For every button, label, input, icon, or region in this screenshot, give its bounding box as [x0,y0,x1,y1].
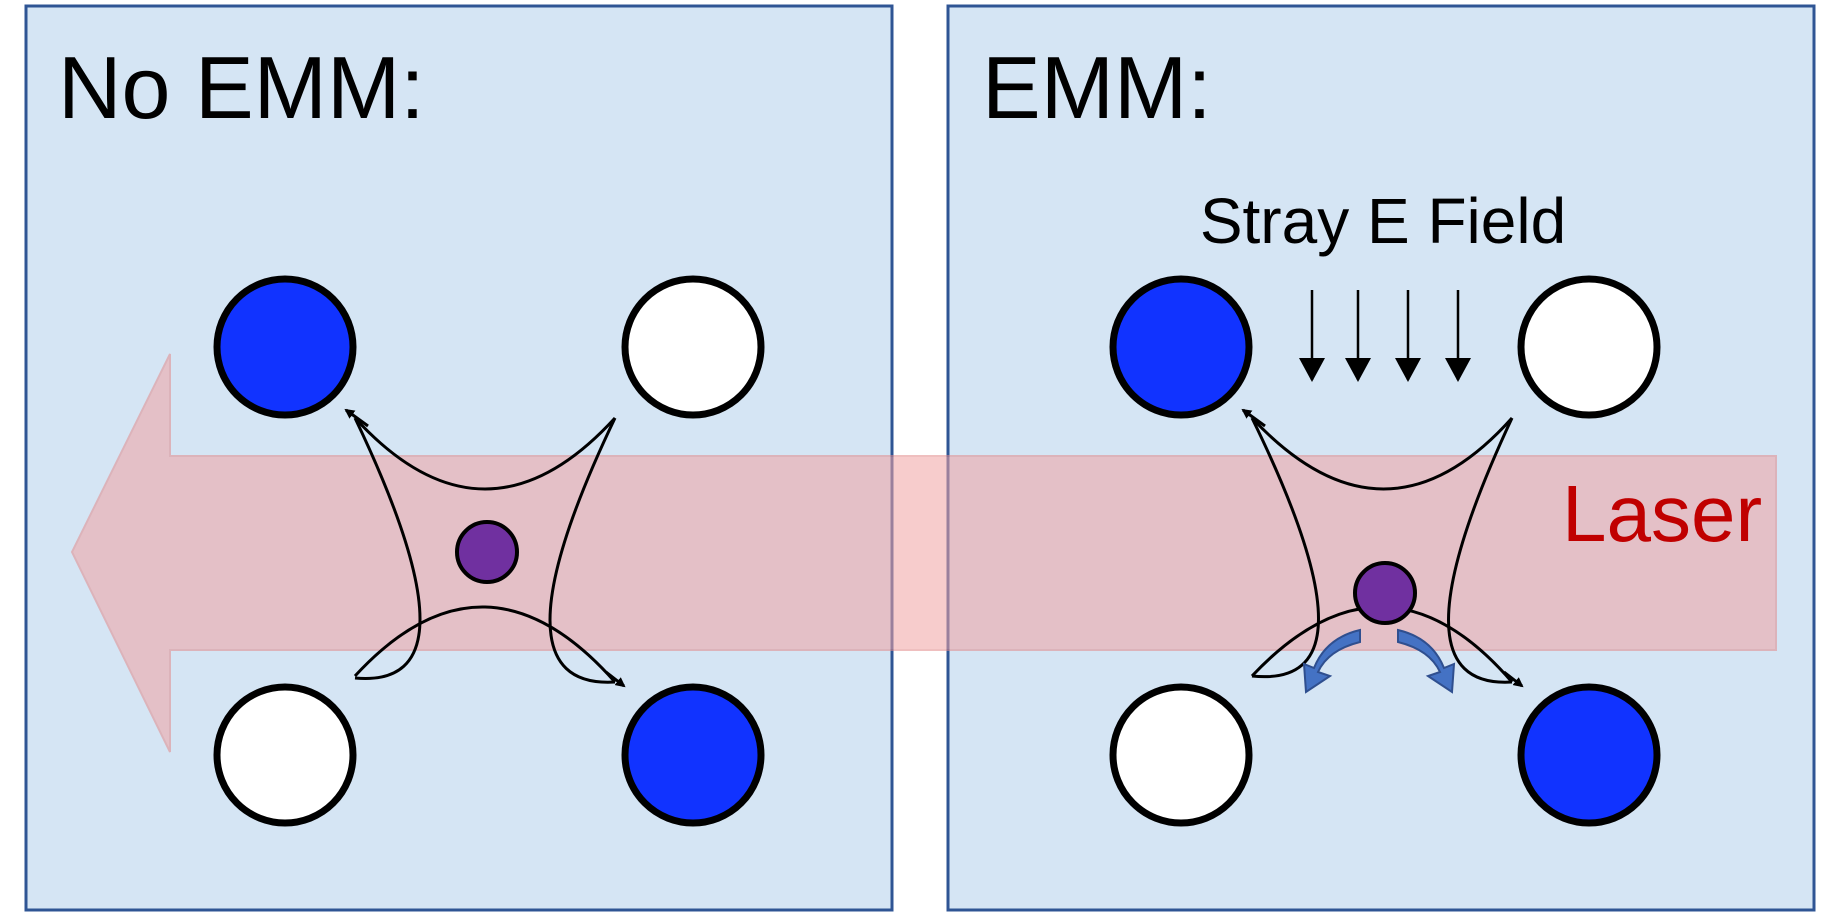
field-line [1250,416,1514,491]
dc-electrode [1517,683,1661,827]
dc-electrode [1109,275,1253,419]
field-line [548,417,617,684]
rf-electrode [213,683,357,827]
field-line [1250,417,1320,679]
saddle-field-lines [344,408,626,688]
field-arrow [605,670,626,688]
laser-label: Laser [1562,469,1762,558]
ion [455,520,519,584]
trap-left [213,275,765,827]
ion [1353,561,1417,625]
rf-electrode [621,275,765,419]
rf-electrode [1109,683,1253,827]
field-arrow [1503,670,1524,688]
field-line [353,416,617,491]
stray-field-arrows [1299,290,1471,382]
trap-right [1109,275,1661,827]
saddle-field-lines [1241,408,1524,688]
stray-field-label: Stray E Field [1200,185,1566,257]
field-line [353,605,617,683]
dc-electrode [621,683,765,827]
panel-title: EMM: [982,38,1212,137]
field-arrow [344,408,369,428]
laser-arrow [70,353,1777,753]
field-line [353,417,422,680]
laser-beam: Laser [70,353,1777,753]
field-line [1447,417,1514,684]
panel-title: No EMM: [58,38,425,137]
micromotion-arrow-right [1397,628,1456,694]
rf-electrode [1517,275,1661,419]
dc-electrode [213,275,357,419]
micromotion-arrow-left [1302,628,1361,694]
field-arrow [1241,408,1266,428]
micromotion-arrows [1302,628,1456,694]
